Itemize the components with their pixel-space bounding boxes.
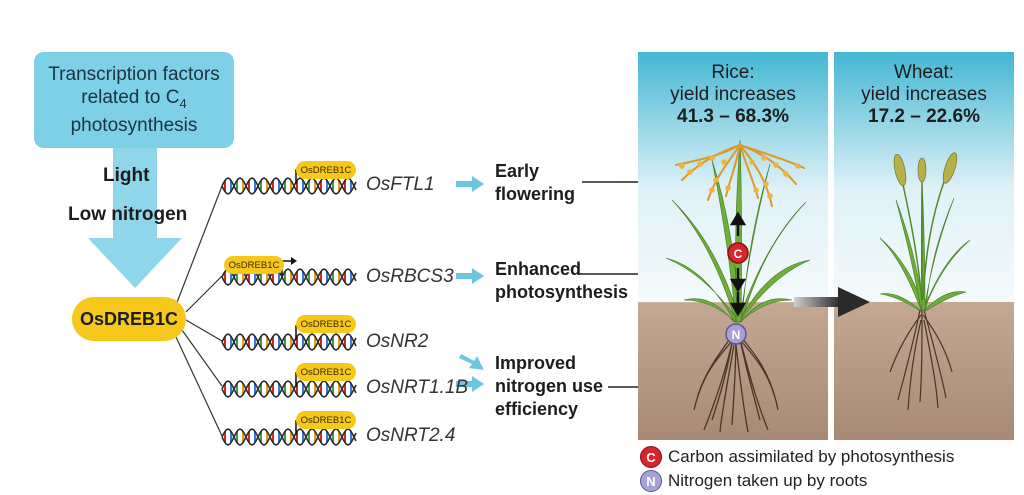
legend-nitrogen: N Nitrogen taken up by roots [640,470,867,492]
dna-strand [221,333,357,351]
condition-light: Light [103,165,150,186]
transcription-factor-box: Transcription factors related to C4 phot… [34,52,234,148]
rice-title-line2: yield increases [670,84,796,105]
wheat-title-line2: yield increases [861,84,987,105]
effect-nitrogen-line3: efficiency [495,399,579,419]
gene-label-osnrt1-1b: OsNRT1.1B [366,377,469,398]
carbon-marker: C [727,242,749,264]
nitrogen-legend-text: Nitrogen taken up by roots [668,471,868,490]
dna-strand [221,428,357,446]
effect-nitrogen-line2: nitrogen use [495,376,604,396]
effect-photosynthesis-line1: Enhanced [495,259,582,279]
osdreb1c-hub: OsDREB1C [72,297,186,341]
carbon-legend-icon: C [640,446,662,468]
dna-strand [221,177,357,195]
transcription-start-arrowhead [291,257,297,265]
promoter-tag: OsDREB1C [296,411,356,429]
condition-low-nitrogen: Low nitrogen [68,204,188,225]
promoter-tag: OsDREB1C [296,315,356,333]
tf-box-line1: Transcription factors [48,63,220,85]
rice-title-line1: Rice: [711,62,755,83]
dna-strand [221,177,357,195]
gene-label-osftl1: OsFTL1 [366,174,435,195]
down-flow-arrow [88,148,182,288]
effect-early-flowering: Early flowering [495,160,575,206]
carbon-legend-text: Carbon assimilated by photosynthesis [668,447,955,466]
effect-early-flowering-line2: flowering [495,184,575,204]
effect-nitrogen-use-efficiency: Improved nitrogen use efficiency [495,352,603,421]
dna-strand [221,428,357,446]
wheat-plant [879,152,971,411]
wheat-title-line1: Wheat: [893,62,955,83]
branch-lines [175,185,223,437]
nitrogen-legend-icon: N [640,470,662,492]
nitrogen-marker-label: N [732,328,741,342]
rice-plant: C N [665,139,811,433]
carbon-marker-label: C [734,247,743,261]
dna-strand [221,380,357,398]
rice-yield-range: 41.3 – 68.3% [677,106,789,127]
tf-box-line2: related to C4 [48,86,219,115]
wheat-panel-title: Wheat: yield increases 17.2 – 22.6% [834,62,1014,128]
gene-label-osnr2: OsNR2 [366,331,429,352]
nitrogen-marker: N [725,323,747,345]
tf-box-line2-text: related to C [81,86,180,108]
gene-effect-arrows [456,176,484,392]
effect-nitrogen-line1: Improved [495,353,577,373]
wheat-yield-range: 17.2 – 22.6% [868,106,980,127]
legend-carbon: C Carbon assimilated by photosynthesis [640,446,954,468]
effect-enhanced-photosynthesis: Enhanced photosynthesis [495,258,628,304]
tf-box-line3: photosynthesis [70,115,198,137]
promoter-tag: OsDREB1C [296,161,356,179]
tf-box-subscript: 4 [179,95,187,111]
dna-strand [221,380,357,398]
transfer-arrow [794,287,870,317]
dna-helices [221,166,357,446]
dna-strand [221,333,357,351]
effect-early-flowering-line1: Early [495,161,540,181]
gene-label-osnrt2-4: OsNRT2.4 [366,425,456,446]
effect-photosynthesis-line2: photosynthesis [495,282,629,302]
promoter-tag: OsDREB1C [296,363,356,381]
gene-label-osrbcs3: OsRBCS3 [366,266,454,287]
rice-panel-title: Rice: yield increases 41.3 – 68.3% [638,62,828,128]
dna-strand [221,268,357,286]
promoter-tag: OsDREB1C [224,256,284,274]
